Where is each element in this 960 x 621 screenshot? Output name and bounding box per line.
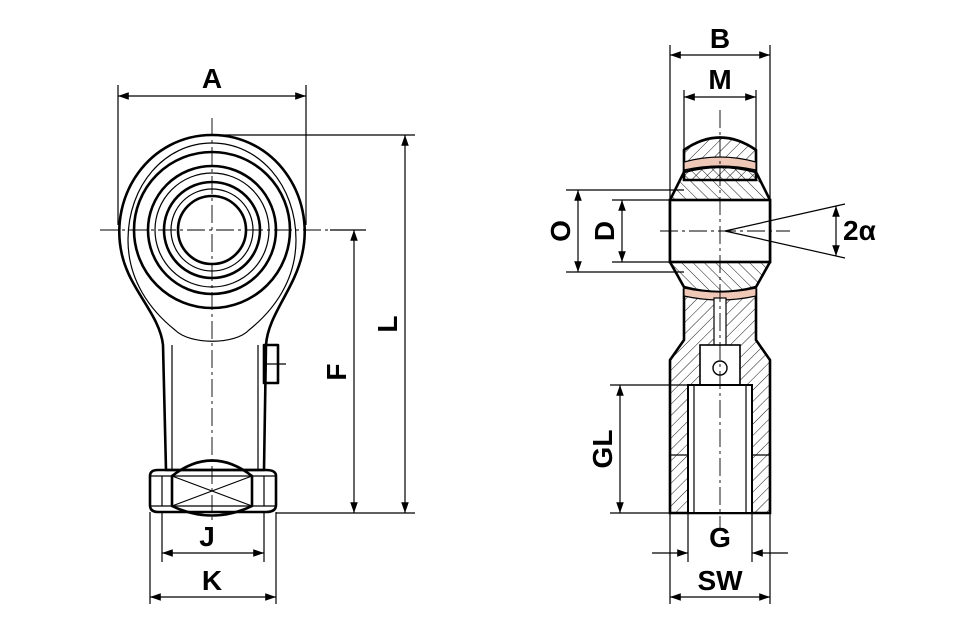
ball-ring-3 xyxy=(162,180,262,280)
hex-diagonal-2 xyxy=(171,475,253,507)
ball-outer-ring xyxy=(146,164,278,296)
front-view: A L F J K xyxy=(100,63,415,604)
label-2alpha: 2α xyxy=(843,215,876,246)
eye-inner-edge xyxy=(127,142,297,342)
label-K: K xyxy=(202,565,222,596)
section-view: 2α B M O D GL G SW xyxy=(545,23,876,604)
ball-ring-2 xyxy=(154,172,270,288)
label-SW: SW xyxy=(697,565,743,596)
label-F: F xyxy=(321,363,352,380)
tilt-line-bottom xyxy=(724,230,846,259)
tilt-line-top xyxy=(724,203,846,232)
ball-ring-4 xyxy=(170,188,254,272)
hex-flats xyxy=(148,468,278,514)
label-J: J xyxy=(199,521,215,552)
ball-bore xyxy=(176,194,248,266)
label-L: L xyxy=(372,315,403,332)
eye-boss-outer xyxy=(132,150,292,310)
label-B: B xyxy=(710,23,730,54)
label-G: G xyxy=(709,522,731,553)
label-O: O xyxy=(545,220,576,242)
label-GL: GL xyxy=(587,430,618,469)
label-D: D xyxy=(589,221,620,241)
label-M: M xyxy=(708,64,731,95)
label-A: A xyxy=(202,63,222,94)
